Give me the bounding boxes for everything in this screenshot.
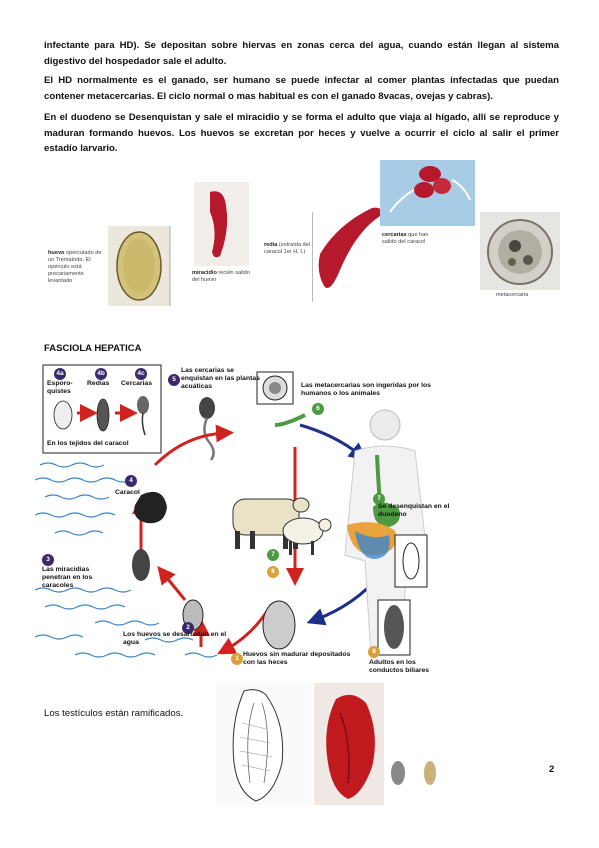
egg-caption: huevo operculado de un Trematodo. El opé…: [48, 250, 102, 284]
step-4b-badge: 4b: [95, 368, 107, 380]
paragraph-1: infectante para HD). Se depositan sobre …: [44, 40, 559, 67]
cercariae-caption: cercarias que han salido del caracol: [382, 232, 429, 245]
egg-image: [108, 226, 171, 306]
cercariae-label: Cercarias: [121, 380, 152, 387]
livestock-illustration: [232, 497, 332, 555]
snail-label: Caracol: [115, 489, 140, 496]
redia-caption: redia (extraída del caracol 1er H. I.): [264, 242, 311, 255]
paragraph-3: En el duodeno se Desenquistan y sale el …: [44, 112, 559, 154]
water-waves: [34, 462, 218, 658]
life-cycle-diagram: 4a 4b 4c Esporo-quistes Redias Cercarias…: [34, 355, 455, 690]
step-6-badge: 6: [312, 403, 324, 415]
redia-image: [312, 207, 381, 302]
testes-note: Los testículos están ramificados.: [44, 708, 184, 719]
step-4a-badge: 4a: [54, 368, 66, 380]
sporocysts-label: Esporo-quistes: [47, 380, 73, 395]
rediae-label: Redias: [87, 380, 110, 387]
miracidium-caption: miracidio recién salido del huevo: [192, 270, 250, 283]
step-5-label: Las cercarias se enquistan en las planta…: [181, 367, 260, 390]
step-7-label: Se desenquistan en el duodeno: [378, 503, 450, 518]
stage-images: [108, 160, 560, 306]
step-3-label: Las miracidias penetran en los caracoles: [42, 566, 93, 589]
step-3-badge: 3: [42, 554, 54, 566]
step-2-badge: 2: [182, 622, 194, 634]
page-number: 2: [549, 764, 555, 775]
snail-tissue-label: En los tejidos del caracol: [47, 440, 129, 447]
step-1-badge: 1: [231, 653, 243, 665]
step-4-badge: 4: [125, 475, 137, 487]
step-8-secondary-badge: 8: [267, 566, 279, 578]
metacercaria-caption: metacercaria: [496, 292, 529, 298]
anatomy-images: [216, 683, 448, 805]
step-7-badge: 7: [373, 493, 385, 505]
life-cycle-graphics: [34, 364, 428, 658]
human-body-illustration: [344, 409, 428, 656]
step-6-label: Las metacercarias son ingeridas por los …: [301, 382, 431, 397]
step-8-label: Adultos en los conductos biliares: [369, 659, 430, 674]
step-1-label: Huevos sin madurar depositados con las h…: [243, 651, 351, 666]
metacercaria-image: [480, 212, 560, 290]
step-7-secondary-badge: 7: [267, 549, 279, 561]
anatomy-graphics: [216, 683, 448, 805]
step-2-label: Los huevos se desarrollan en el agua: [123, 631, 227, 646]
paragraph-2: El HD normalmente es el ganado, ser huma…: [44, 75, 559, 102]
step-4c-badge: 4c: [135, 368, 147, 380]
diagram-title: FASCIOLA HEPATICA: [44, 343, 142, 354]
miracidium-image: [194, 182, 249, 266]
cercariae-image: [380, 160, 475, 226]
step-8-badge: 8: [368, 646, 380, 658]
step-5-badge: 5: [168, 374, 180, 386]
stage-images-strip: huevo operculado de un Trematodo. El opé…: [40, 160, 560, 310]
